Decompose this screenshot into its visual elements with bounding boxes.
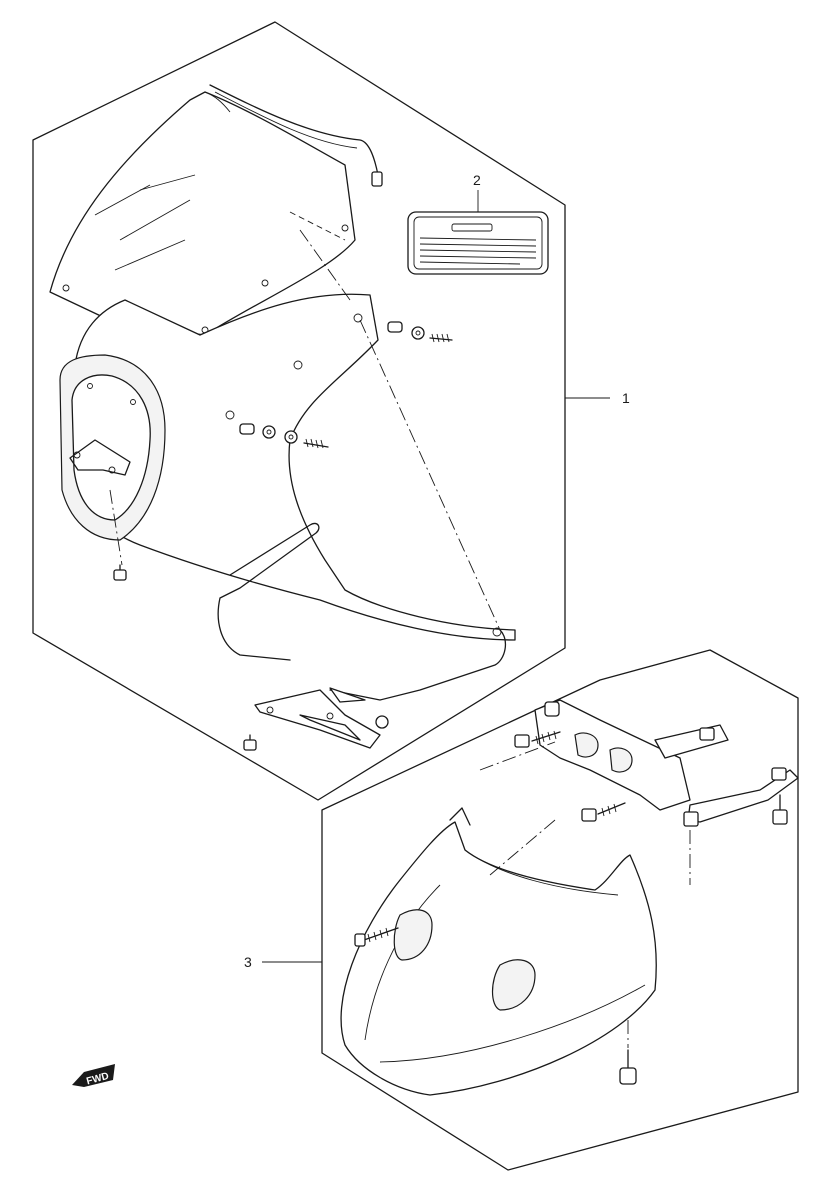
label-plate	[407, 211, 549, 275]
fwd-arrow-icon: FWD	[72, 1064, 115, 1087]
screen-trim-strip	[209, 84, 383, 187]
upper-hardware	[113, 321, 453, 581]
callout-1: 1	[622, 390, 630, 406]
under-cowl	[340, 807, 657, 1096]
under-cowl-bracket	[534, 699, 799, 827]
upper-cowling	[59, 293, 516, 641]
cowl-stays	[217, 522, 507, 751]
lower-hardware	[354, 730, 788, 1085]
callout-2: 2	[473, 172, 481, 188]
callout-3: 3	[244, 954, 252, 970]
upper-group-frame	[32, 21, 566, 801]
